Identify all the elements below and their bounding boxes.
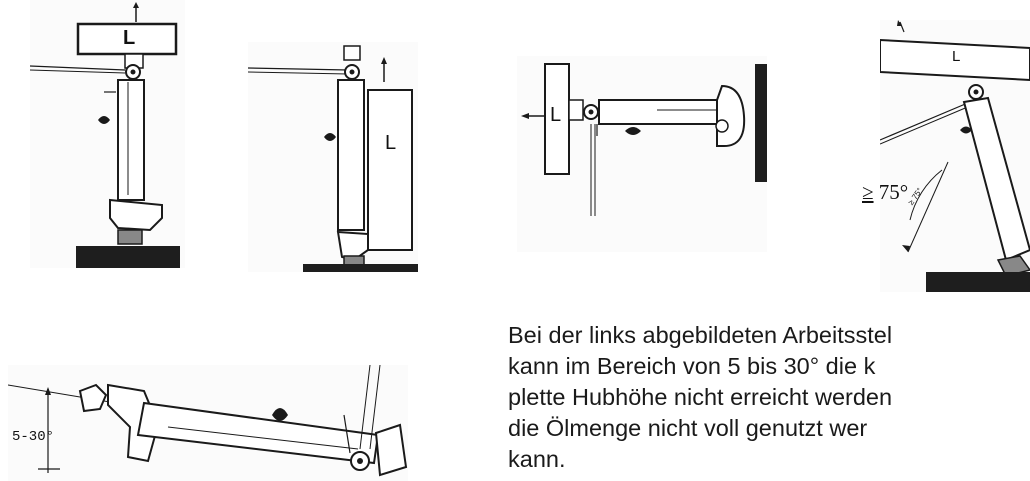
figure-jack-inclined: L ≥ 75°: [880, 20, 1030, 292]
paragraph-line: die Ölmenge nicht voll genutzt wer: [508, 415, 868, 441]
load-label: L: [123, 27, 136, 49]
load-label: L: [550, 104, 562, 126]
jack-drawing: [521, 63, 767, 216]
paragraph-line: kann im Bereich von 5 bis 30° die k: [508, 353, 876, 379]
angle-value: 75°: [878, 180, 909, 204]
load-label: L: [952, 48, 961, 65]
load-label: L: [385, 132, 397, 154]
figure-jack-vertical-top-load: L: [30, 0, 185, 268]
description-paragraph: Bei der links abgebildeten Arbeitsstel k…: [508, 320, 1030, 481]
figure-jack-horizontal: L: [517, 56, 767, 252]
jack-drawing: [30, 2, 180, 268]
jack-drawing: [8, 365, 408, 477]
paragraph-line: kann.: [508, 446, 566, 472]
angle-symbol: ≥: [862, 180, 874, 204]
jack-drawing: [248, 45, 418, 272]
jack-drawing: [880, 20, 1030, 292]
angle-label: ≥ 75°: [862, 180, 908, 205]
figure-jack-vertical-side-load: L: [248, 42, 418, 272]
paragraph-line: plette Hubhöhe nicht erreicht werden: [508, 384, 893, 410]
paragraph-line: Bei der links abgebildeten Arbeitsstel: [508, 322, 893, 348]
figure-jack-shallow-angle: 5-30°: [8, 365, 408, 481]
angle-range-label: 5-30°: [12, 429, 55, 445]
